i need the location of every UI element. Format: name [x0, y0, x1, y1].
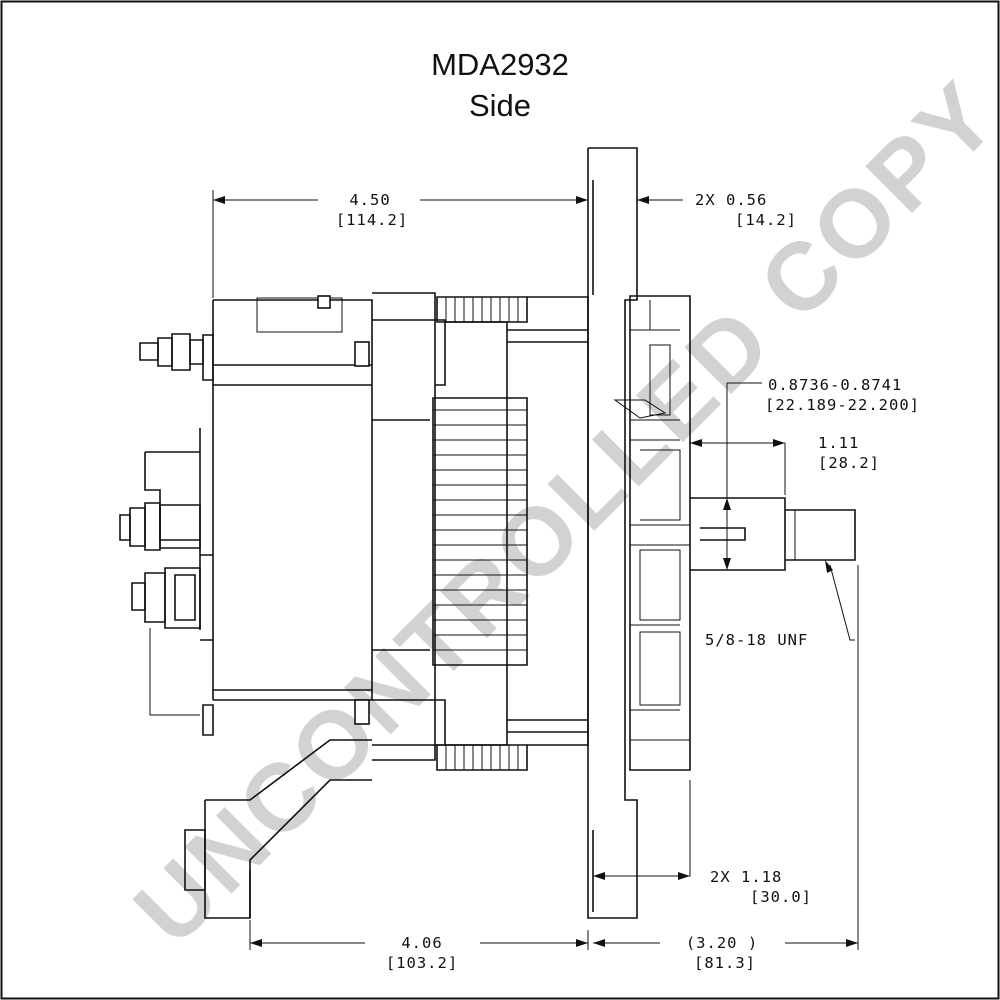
- dim-flange-to-shaft-end-mm: [81.3]: [694, 954, 756, 972]
- dim-overall-length-mm: [114.2]: [336, 211, 408, 229]
- dim-foot-width-in: 2X 1.18: [710, 868, 782, 886]
- dim-shaft-diameter-in: 0.8736-0.8741: [768, 376, 902, 394]
- alternator-outline: [119, 147, 856, 919]
- dim-shaft-length-mm: [28.2]: [818, 454, 880, 472]
- watermark-text: UNCONTROLLED COPY: [114, 60, 1000, 964]
- dim-foot-width-mm: [30.0]: [750, 888, 812, 906]
- dim-flange-thickness-in: 2X 0.56: [695, 191, 767, 209]
- drawing-title-model: MDA2932: [431, 47, 569, 82]
- dim-flange-to-shaft-end-in: (3.20 ): [686, 934, 758, 952]
- dim-shaft-length-in: 1.11: [818, 434, 859, 452]
- dim-foot-to-flange-in: 4.06: [401, 934, 442, 952]
- dim-shaft-diameter-mm: [22.189-22.200]: [765, 396, 920, 414]
- dim-flange-thickness-mm: [14.2]: [735, 211, 797, 229]
- dim-overall-length-in: 4.50: [349, 191, 390, 209]
- drawing-title-view: Side: [469, 88, 531, 123]
- dimension-lines: [212, 190, 859, 950]
- dim-foot-to-flange-mm: [103.2]: [386, 954, 458, 972]
- dim-thread: 5/8-18 UNF: [705, 631, 808, 649]
